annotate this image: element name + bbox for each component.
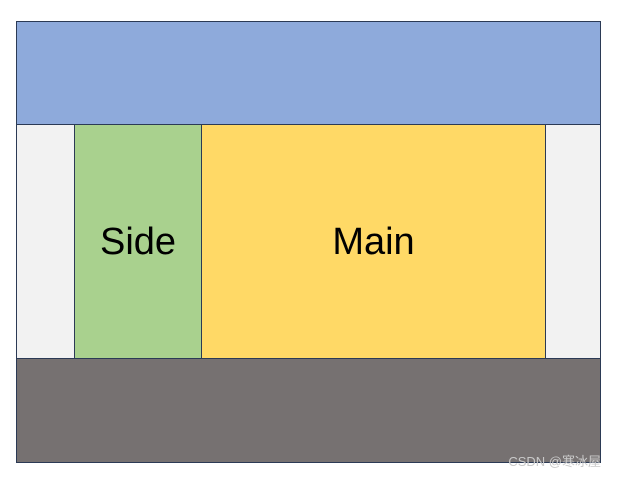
side-region: Side [74, 124, 202, 359]
left-gutter-region [16, 124, 75, 359]
watermark-text: CSDN @寒冰屋 [508, 454, 601, 469]
right-gutter-region [545, 124, 601, 359]
header-region [16, 21, 601, 125]
side-label: Side [99, 220, 177, 263]
main-region: Main [201, 124, 546, 359]
main-label: Main [332, 220, 415, 263]
footer-region [16, 358, 601, 463]
